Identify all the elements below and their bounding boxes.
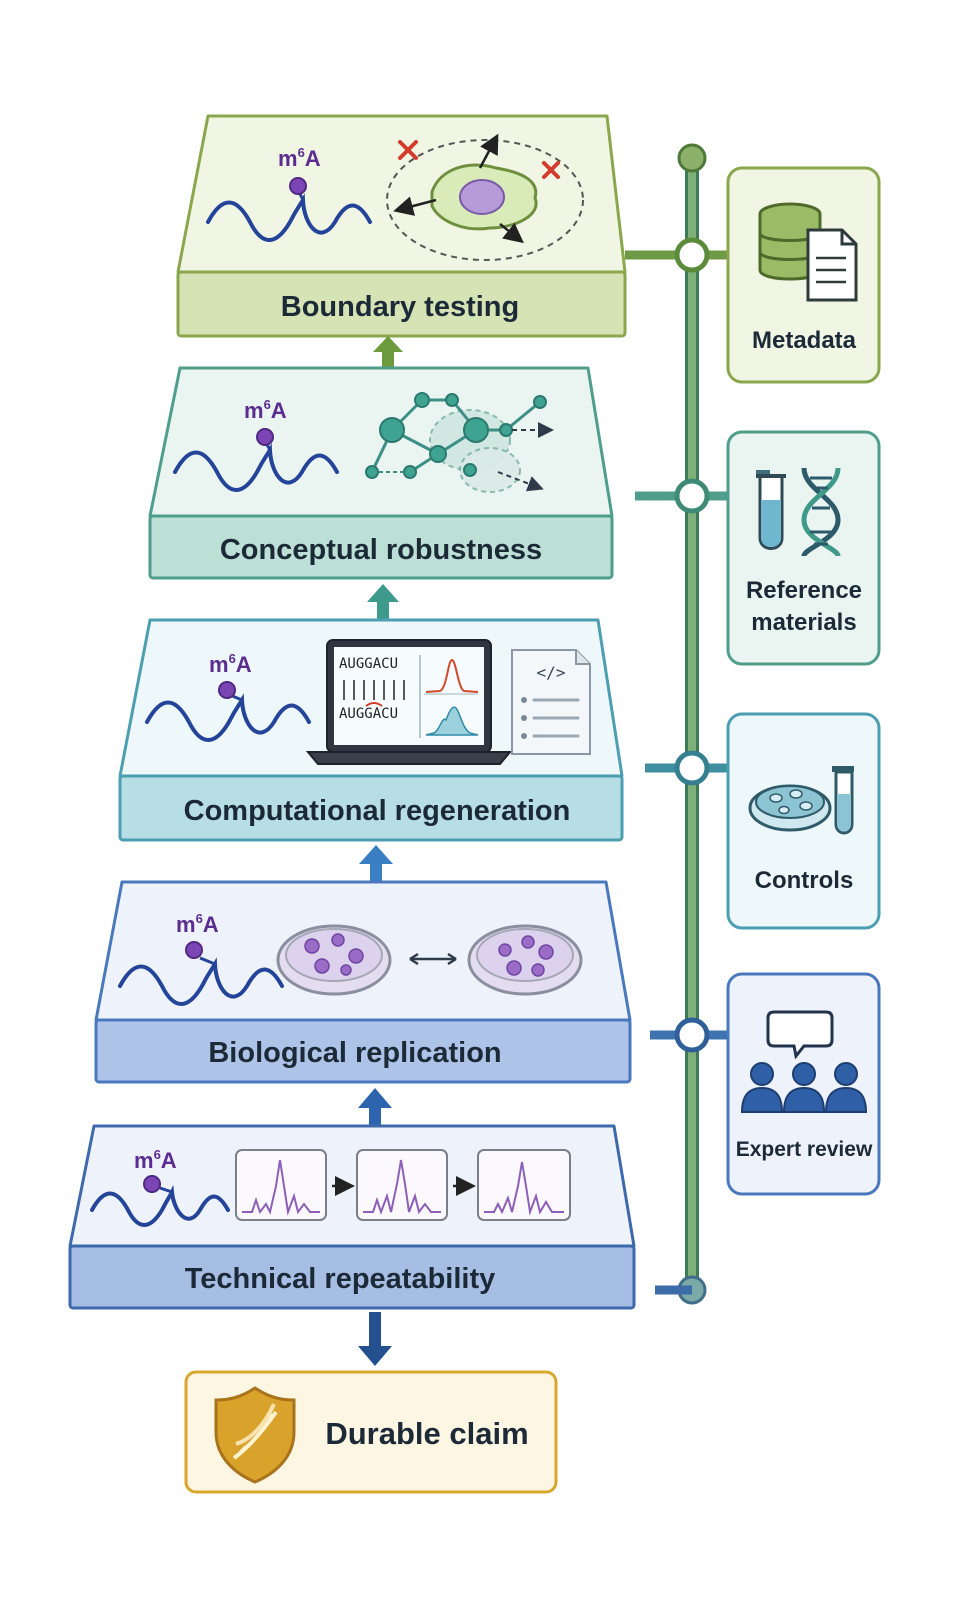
outcome-durable-claim: Durable claim [184, 1370, 558, 1494]
tier-computational-regeneration: Computational regeneration m6A AUGGACU A… [118, 618, 624, 842]
arrow-up-icon [358, 1088, 392, 1126]
support-label: Controls [755, 867, 854, 894]
mod-suffix: A [305, 146, 321, 171]
tier-boundary-testing: Boundary testing m6A [176, 114, 627, 338]
tier-biological-replication: Biological replication m6A [94, 880, 632, 1084]
mod-label: m [176, 912, 196, 937]
tier-technical-repeatability: Technical repeatability m6A [68, 1124, 636, 1310]
tier-conceptual-robustness: Conceptual robustness m6A [148, 366, 614, 580]
laptop-icon: AUGGACU AUGGACU [305, 639, 513, 765]
sequence-top: AUGGACU [339, 656, 398, 672]
rna-m6a-icon: m6A [173, 397, 339, 492]
petri-dish-tube-icon [748, 766, 854, 835]
outcome-label: Durable claim [325, 1416, 528, 1451]
mod-suffix: A [203, 912, 219, 937]
svg-text:m6A: m6A [244, 397, 287, 423]
tier-band [176, 270, 627, 338]
arrow-down-icon [358, 1312, 392, 1366]
arrow-up-icon [359, 845, 393, 882]
mod-label: m [244, 398, 264, 423]
tier-band [68, 1244, 636, 1310]
tier-label: Boundary testing [281, 291, 519, 323]
mod-suffix: A [236, 652, 252, 677]
cell-boundary-icon [386, 133, 584, 261]
shield-dna-icon [214, 1386, 296, 1484]
tier-band [118, 774, 624, 842]
svg-text:m6A: m6A [278, 145, 321, 171]
arrow-up-icon [373, 336, 403, 368]
support-expert-review: Expert review [726, 972, 881, 1196]
support-metadata: Metadata [726, 166, 881, 384]
svg-text:m6A: m6A [176, 911, 219, 937]
tier-label: Computational regeneration [184, 795, 571, 827]
mod-label: m [209, 652, 229, 677]
support-spine [677, 143, 707, 1305]
svg-text:m6A: m6A [134, 1147, 177, 1173]
petri-dish-icon [467, 924, 583, 996]
spectrum-icon [356, 1149, 448, 1221]
rna-m6a-icon: m6A [145, 651, 311, 742]
mod-superscript: 6 [229, 651, 236, 666]
petri-dish-icon [276, 924, 392, 996]
tier-band [148, 514, 614, 580]
review-panel-icon [740, 1010, 868, 1113]
spectrum-icon [235, 1149, 327, 1221]
tier-panel [176, 114, 627, 274]
support-label: Metadata [752, 327, 857, 354]
mod-label: m [134, 1148, 154, 1173]
bidirectional-arrow-icon [409, 952, 457, 966]
tier-label: Biological replication [208, 1037, 501, 1069]
code-symbol: </> [537, 663, 566, 682]
test-tube-dna-icon [756, 467, 841, 558]
mod-superscript: 6 [196, 911, 203, 926]
mod-suffix: A [271, 398, 287, 423]
mod-superscript: 6 [154, 1147, 161, 1162]
sequence-bottom: AUGGACU [339, 706, 398, 722]
mod-superscript: 6 [298, 145, 305, 160]
support-controls: Controls [726, 712, 881, 930]
arrow-up-icon [367, 584, 399, 620]
support-label: Expert review [736, 1138, 873, 1161]
rna-m6a-icon: m6A [206, 145, 372, 242]
tier-label: Conceptual robustness [220, 534, 542, 566]
network-icon [365, 392, 554, 493]
rna-m6a-icon: m6A [90, 1147, 230, 1227]
mod-suffix: A [161, 1148, 177, 1173]
code-document-icon: </> [511, 649, 591, 755]
database-document-icon [758, 202, 858, 302]
rna-m6a-icon: m6A [118, 911, 284, 1006]
tier-band [94, 1018, 632, 1084]
tier-panel [148, 366, 614, 518]
mod-superscript: 6 [264, 397, 271, 412]
spectrum-icon [477, 1149, 571, 1221]
tier-label: Technical repeatability [185, 1263, 496, 1295]
svg-text:m6A: m6A [209, 651, 252, 677]
mod-label: m [278, 146, 298, 171]
